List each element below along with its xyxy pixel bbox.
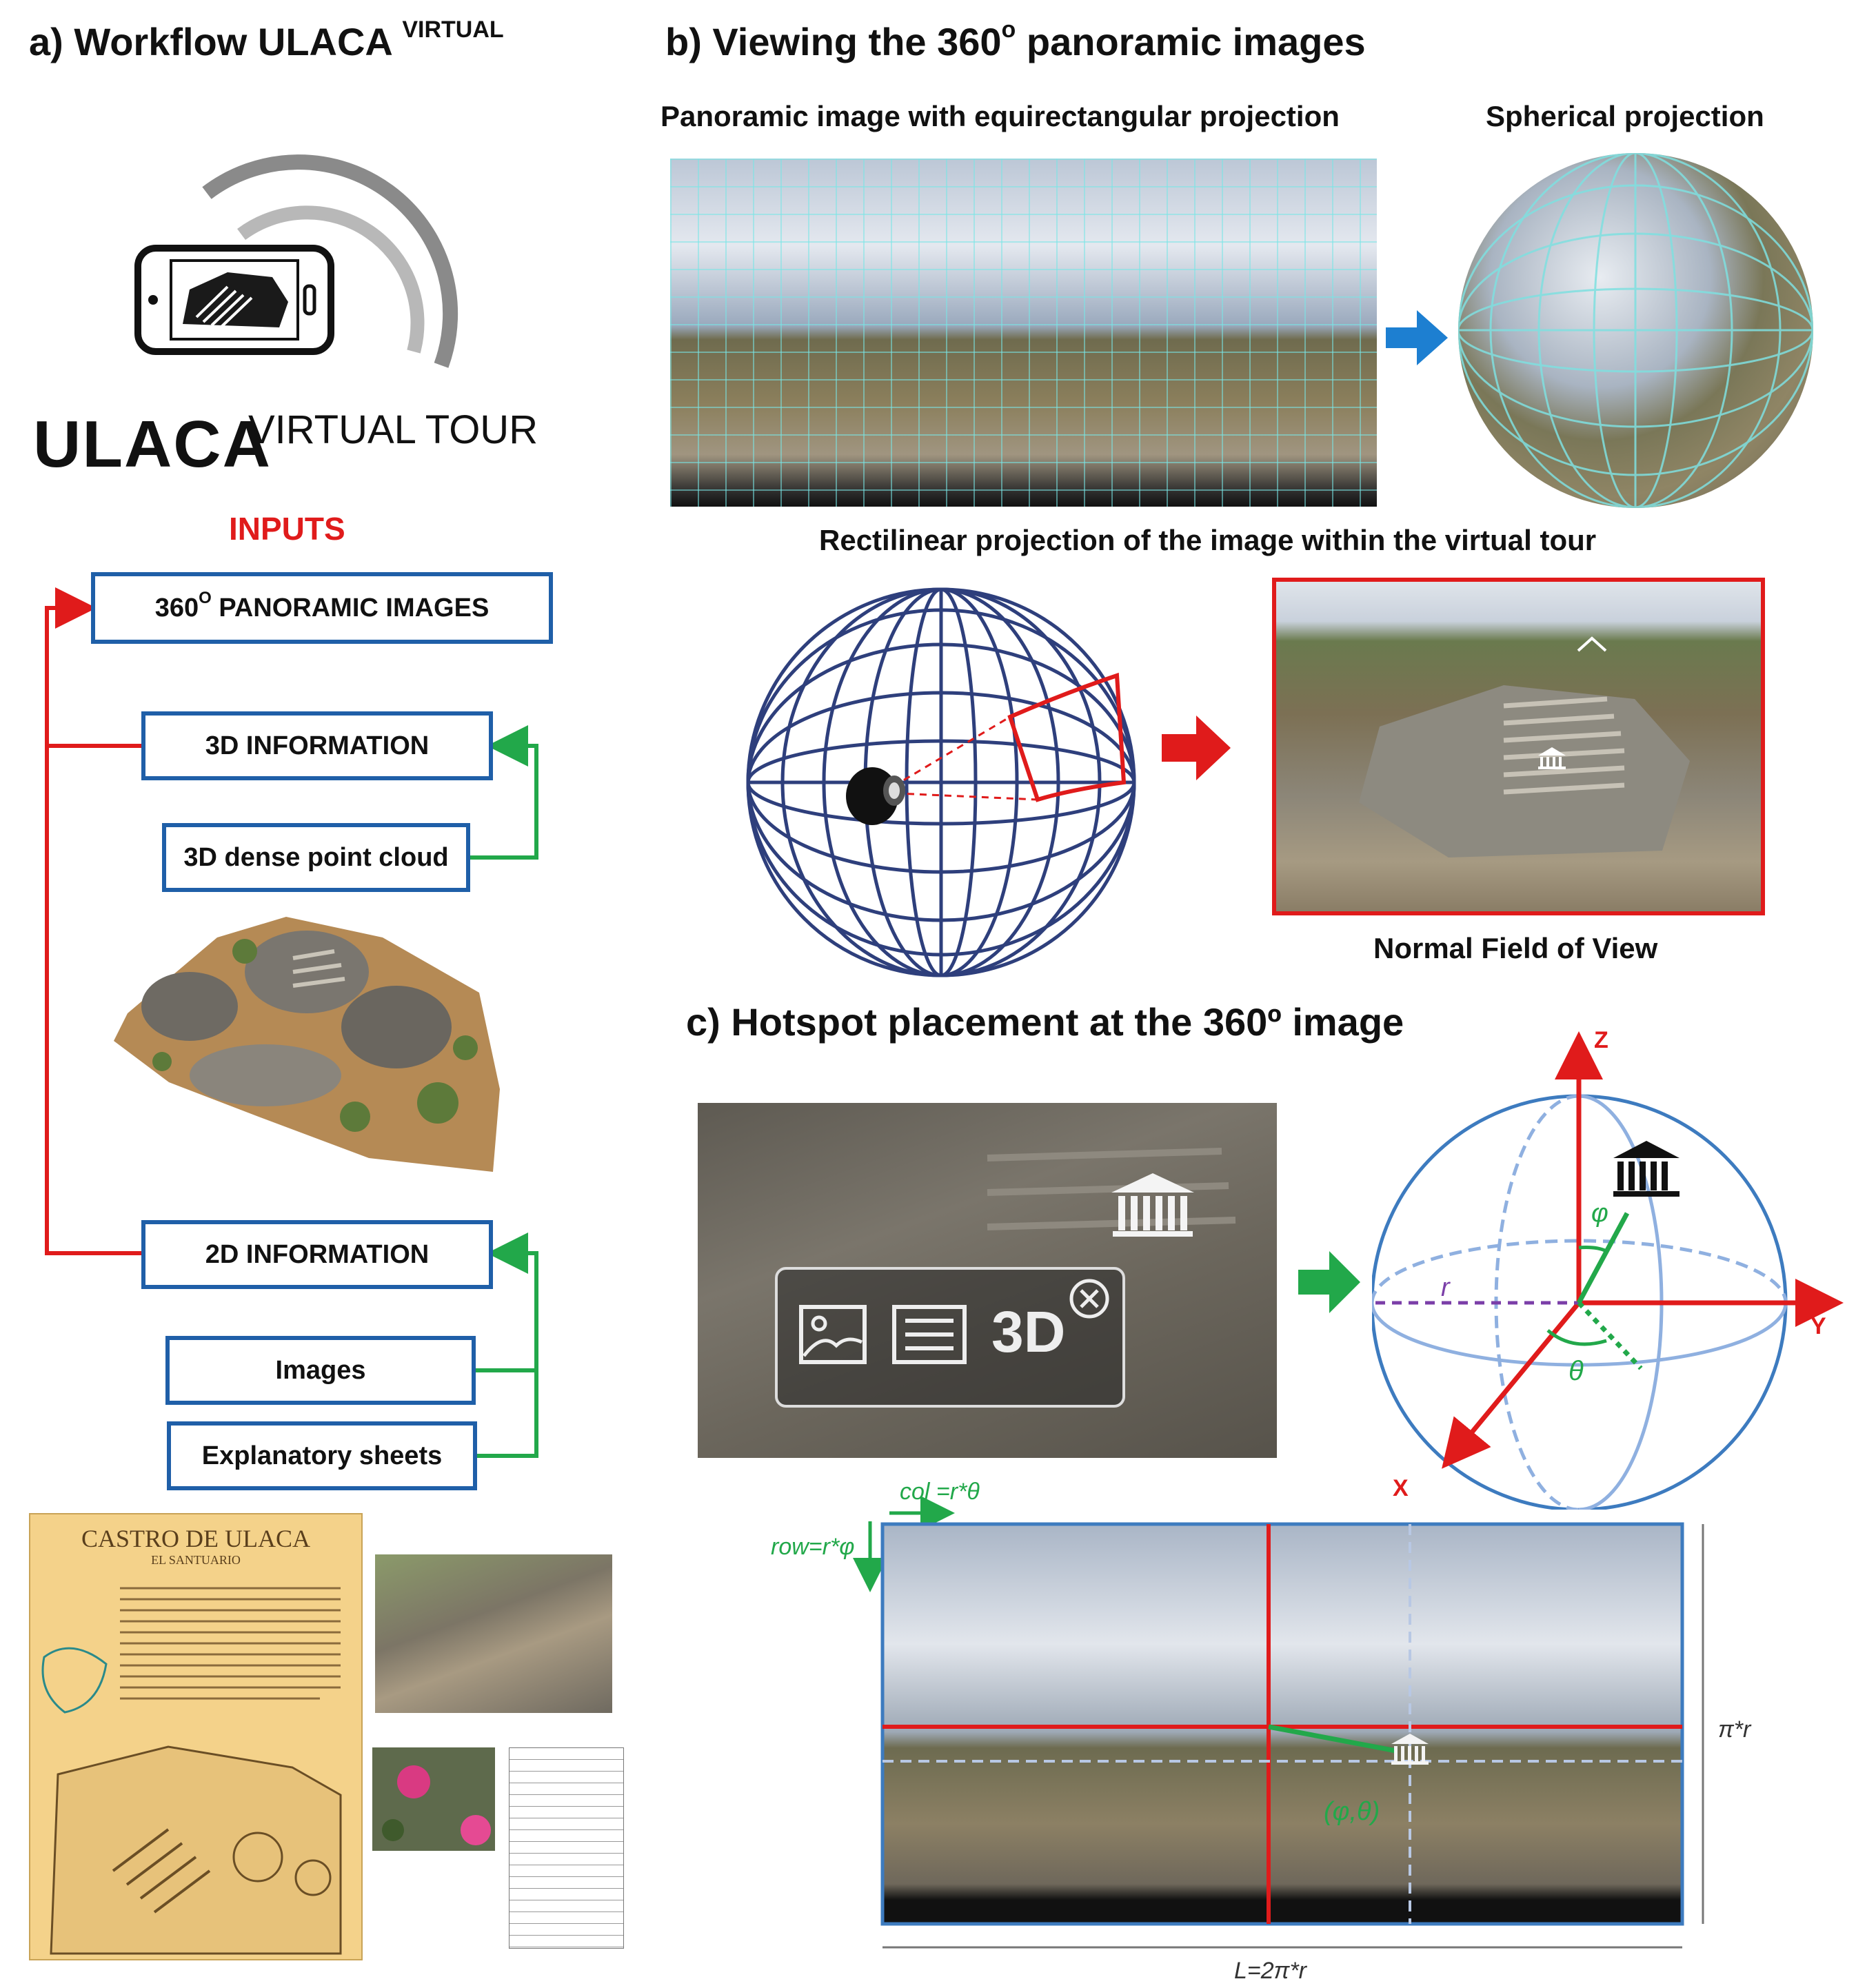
green-arrow-icon — [1298, 1251, 1360, 1313]
peony-icon — [382, 1765, 491, 1845]
green-connector-sheets — [476, 1370, 538, 1458]
coordinate-sphere-diagram: Z Y X r φ θ — [1372, 1027, 1844, 1510]
hotspot-photo-image: 3D — [698, 1103, 1277, 1458]
stairs-rock-icon — [183, 272, 288, 327]
box-panoramic-num: 360 — [154, 593, 199, 622]
box-panoramic-text: PANORAMIC IMAGES — [211, 593, 490, 622]
flower-photo-image — [372, 1747, 495, 1851]
spherical-label: Spherical projection — [1486, 100, 1764, 132]
fov-frustum-outline — [1007, 672, 1127, 802]
height-formula-label: π*r — [1718, 1716, 1752, 1743]
box-3d-information: 3D INFORMATION — [141, 711, 493, 780]
fov-label: Normal Field of View — [1373, 932, 1658, 964]
box-panoramic-sup: O — [199, 589, 212, 607]
document-icon[interactable] — [891, 1304, 967, 1366]
sheet-title: CASTRO DE ULACA — [81, 1525, 310, 1552]
fov-ray-2 — [882, 791, 1038, 801]
normal-fov-image — [1272, 578, 1765, 915]
logo-sub-text: VIRTUAL TOUR — [248, 407, 538, 452]
box-explanatory-sheets: Explanatory sheets — [167, 1421, 477, 1490]
box-images: Images — [165, 1336, 476, 1405]
museum-icon-large — [1111, 1173, 1194, 1237]
museum-hotspot-icon — [1538, 747, 1566, 769]
hotspot-point-label: (φ,θ) — [1324, 1797, 1380, 1826]
equirect-panorama-frame — [880, 1522, 1684, 1926]
point-cloud-image — [114, 917, 500, 1172]
rectilinear-label: Rectilinear projection of the image with… — [819, 524, 1597, 556]
stairs-lines — [195, 285, 253, 329]
3d-model-button[interactable]: 3D — [991, 1299, 1066, 1364]
red-connector-2d — [45, 587, 141, 1255]
equirectangular-panorama-image — [670, 159, 1377, 507]
theta-label: θ — [1568, 1356, 1584, 1386]
projection-vector — [1577, 1301, 1643, 1370]
panel-a-title-text: a) Workflow ULACA — [29, 20, 392, 63]
phi-label: φ — [1591, 1199, 1608, 1228]
aerial-photo-image — [375, 1554, 612, 1713]
fov-scene — [1359, 636, 1690, 858]
hotspot-offset-line — [1268, 1724, 1397, 1754]
sheet-subtitle: EL SANTUARIO — [151, 1553, 241, 1567]
hotspot-popup[interactable]: 3D — [775, 1267, 1125, 1408]
theta-arc — [1546, 1329, 1607, 1346]
panel-b-title-sup: o — [1001, 17, 1016, 43]
phone-speaker-icon — [303, 284, 316, 316]
museum-icon-panorama — [1391, 1734, 1429, 1765]
green-connector-3d — [470, 725, 538, 860]
logo-arc-outer — [202, 154, 458, 368]
explanatory-sheet-poster: CASTRO DE ULACA EL SANTUARIO — [29, 1513, 363, 1960]
box-3d-dense-point-cloud: 3D dense point cloud — [162, 823, 470, 892]
length-formula-label: L=2π*r — [1234, 1958, 1308, 1982]
panel-a-title: a) Workflow ULACA VIRTUAL — [29, 17, 504, 64]
panel-a-title-sup: VIRTUAL — [402, 17, 504, 43]
panel-a-connectors — [45, 587, 538, 1458]
equirect-label: Panoramic image with equirectangular pro… — [660, 100, 1340, 132]
inputs-label: INPUTS — [229, 511, 345, 547]
x-axis — [1442, 1301, 1581, 1469]
box-2d-information: 2D INFORMATION — [141, 1220, 493, 1289]
hotspot-panorama-diagram: col =r*θ row=r*φ (φ,θ) π*r L=2π*r — [771, 1479, 1752, 1982]
phi-arc — [1578, 1246, 1608, 1253]
axis-x-label: X — [1393, 1475, 1409, 1501]
col-formula-label: col =r*θ — [900, 1479, 980, 1505]
chevron-up-icon — [1577, 636, 1607, 652]
image-icon[interactable] — [798, 1304, 867, 1366]
red-arrow-icon — [1162, 716, 1231, 780]
sphere-grid-lines — [1458, 153, 1813, 508]
hotspot-scene — [987, 1148, 1236, 1237]
hotspot-vector — [1576, 1212, 1630, 1304]
close-icon[interactable] — [1067, 1277, 1111, 1321]
blue-arrow-icon — [1386, 310, 1448, 365]
panel-b-title-text: b) Viewing the 360 — [665, 20, 1002, 63]
camera-icon — [846, 767, 905, 825]
phone-button-icon — [148, 295, 158, 305]
radius-label: r — [1441, 1273, 1451, 1302]
logo-main-text: ULACA — [33, 407, 272, 481]
panel-b-title-rest: panoramic images — [1016, 20, 1366, 63]
spherical-projection-image — [1458, 153, 1813, 508]
museum-icon-sphere — [1613, 1141, 1680, 1197]
axis-y-label: Y — [1810, 1313, 1826, 1339]
panel-b-title: b) Viewing the 360o panoramic images — [665, 17, 1366, 64]
logo-arc-inner — [237, 205, 425, 354]
row-formula-label: row=r*φ — [771, 1534, 854, 1560]
ulaca-logo-graphic — [134, 154, 458, 368]
sheet-illustration — [41, 1587, 342, 1955]
species-table-image — [509, 1747, 624, 1949]
wireframe-sphere-diagram — [746, 587, 1136, 977]
axis-z-label: Z — [1594, 1027, 1608, 1053]
panel-c-title: c) Hotspot placement at the 360º image — [686, 1000, 1404, 1044]
